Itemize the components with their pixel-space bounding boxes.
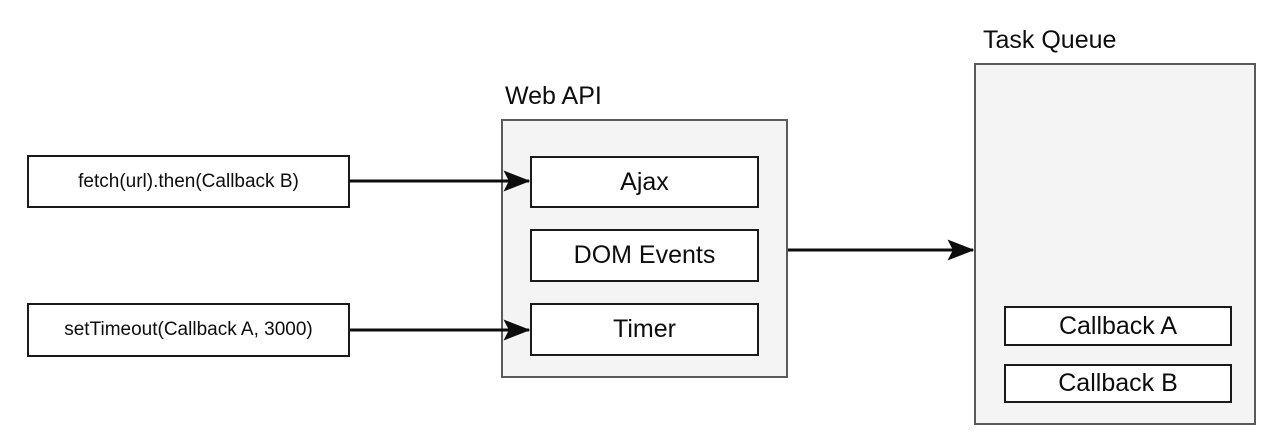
fetch-call-label: fetch(url).then(Callback B) — [78, 170, 299, 192]
task-queue-item-callback-a-label: Callback A — [1058, 311, 1178, 340]
web-api-item-ajax-label: Ajax — [620, 167, 669, 196]
fetch-call-box: fetch(url).then(Callback B) — [27, 155, 350, 208]
task-queue-item-callback-b: Callback B — [1004, 364, 1232, 403]
settimeout-call-box: setTimeout(Callback A, 3000) — [27, 303, 350, 357]
web-api-item-ajax: Ajax — [530, 156, 759, 208]
settimeout-call-label: setTimeout(Callback A, 3000) — [64, 319, 313, 341]
task-queue-item-callback-a: Callback A — [1004, 306, 1232, 346]
web-api-item-dom-events-label: DOM Events — [573, 241, 716, 269]
task-queue-item-callback-b-label: Callback B — [1058, 369, 1178, 397]
web-api-label: Web API — [505, 82, 602, 110]
web-api-item-timer-label: Timer — [613, 315, 676, 343]
task-queue-label: Task Queue — [983, 26, 1117, 54]
web-api-item-timer: Timer — [530, 303, 759, 356]
web-api-item-dom-events: DOM Events — [530, 229, 759, 282]
